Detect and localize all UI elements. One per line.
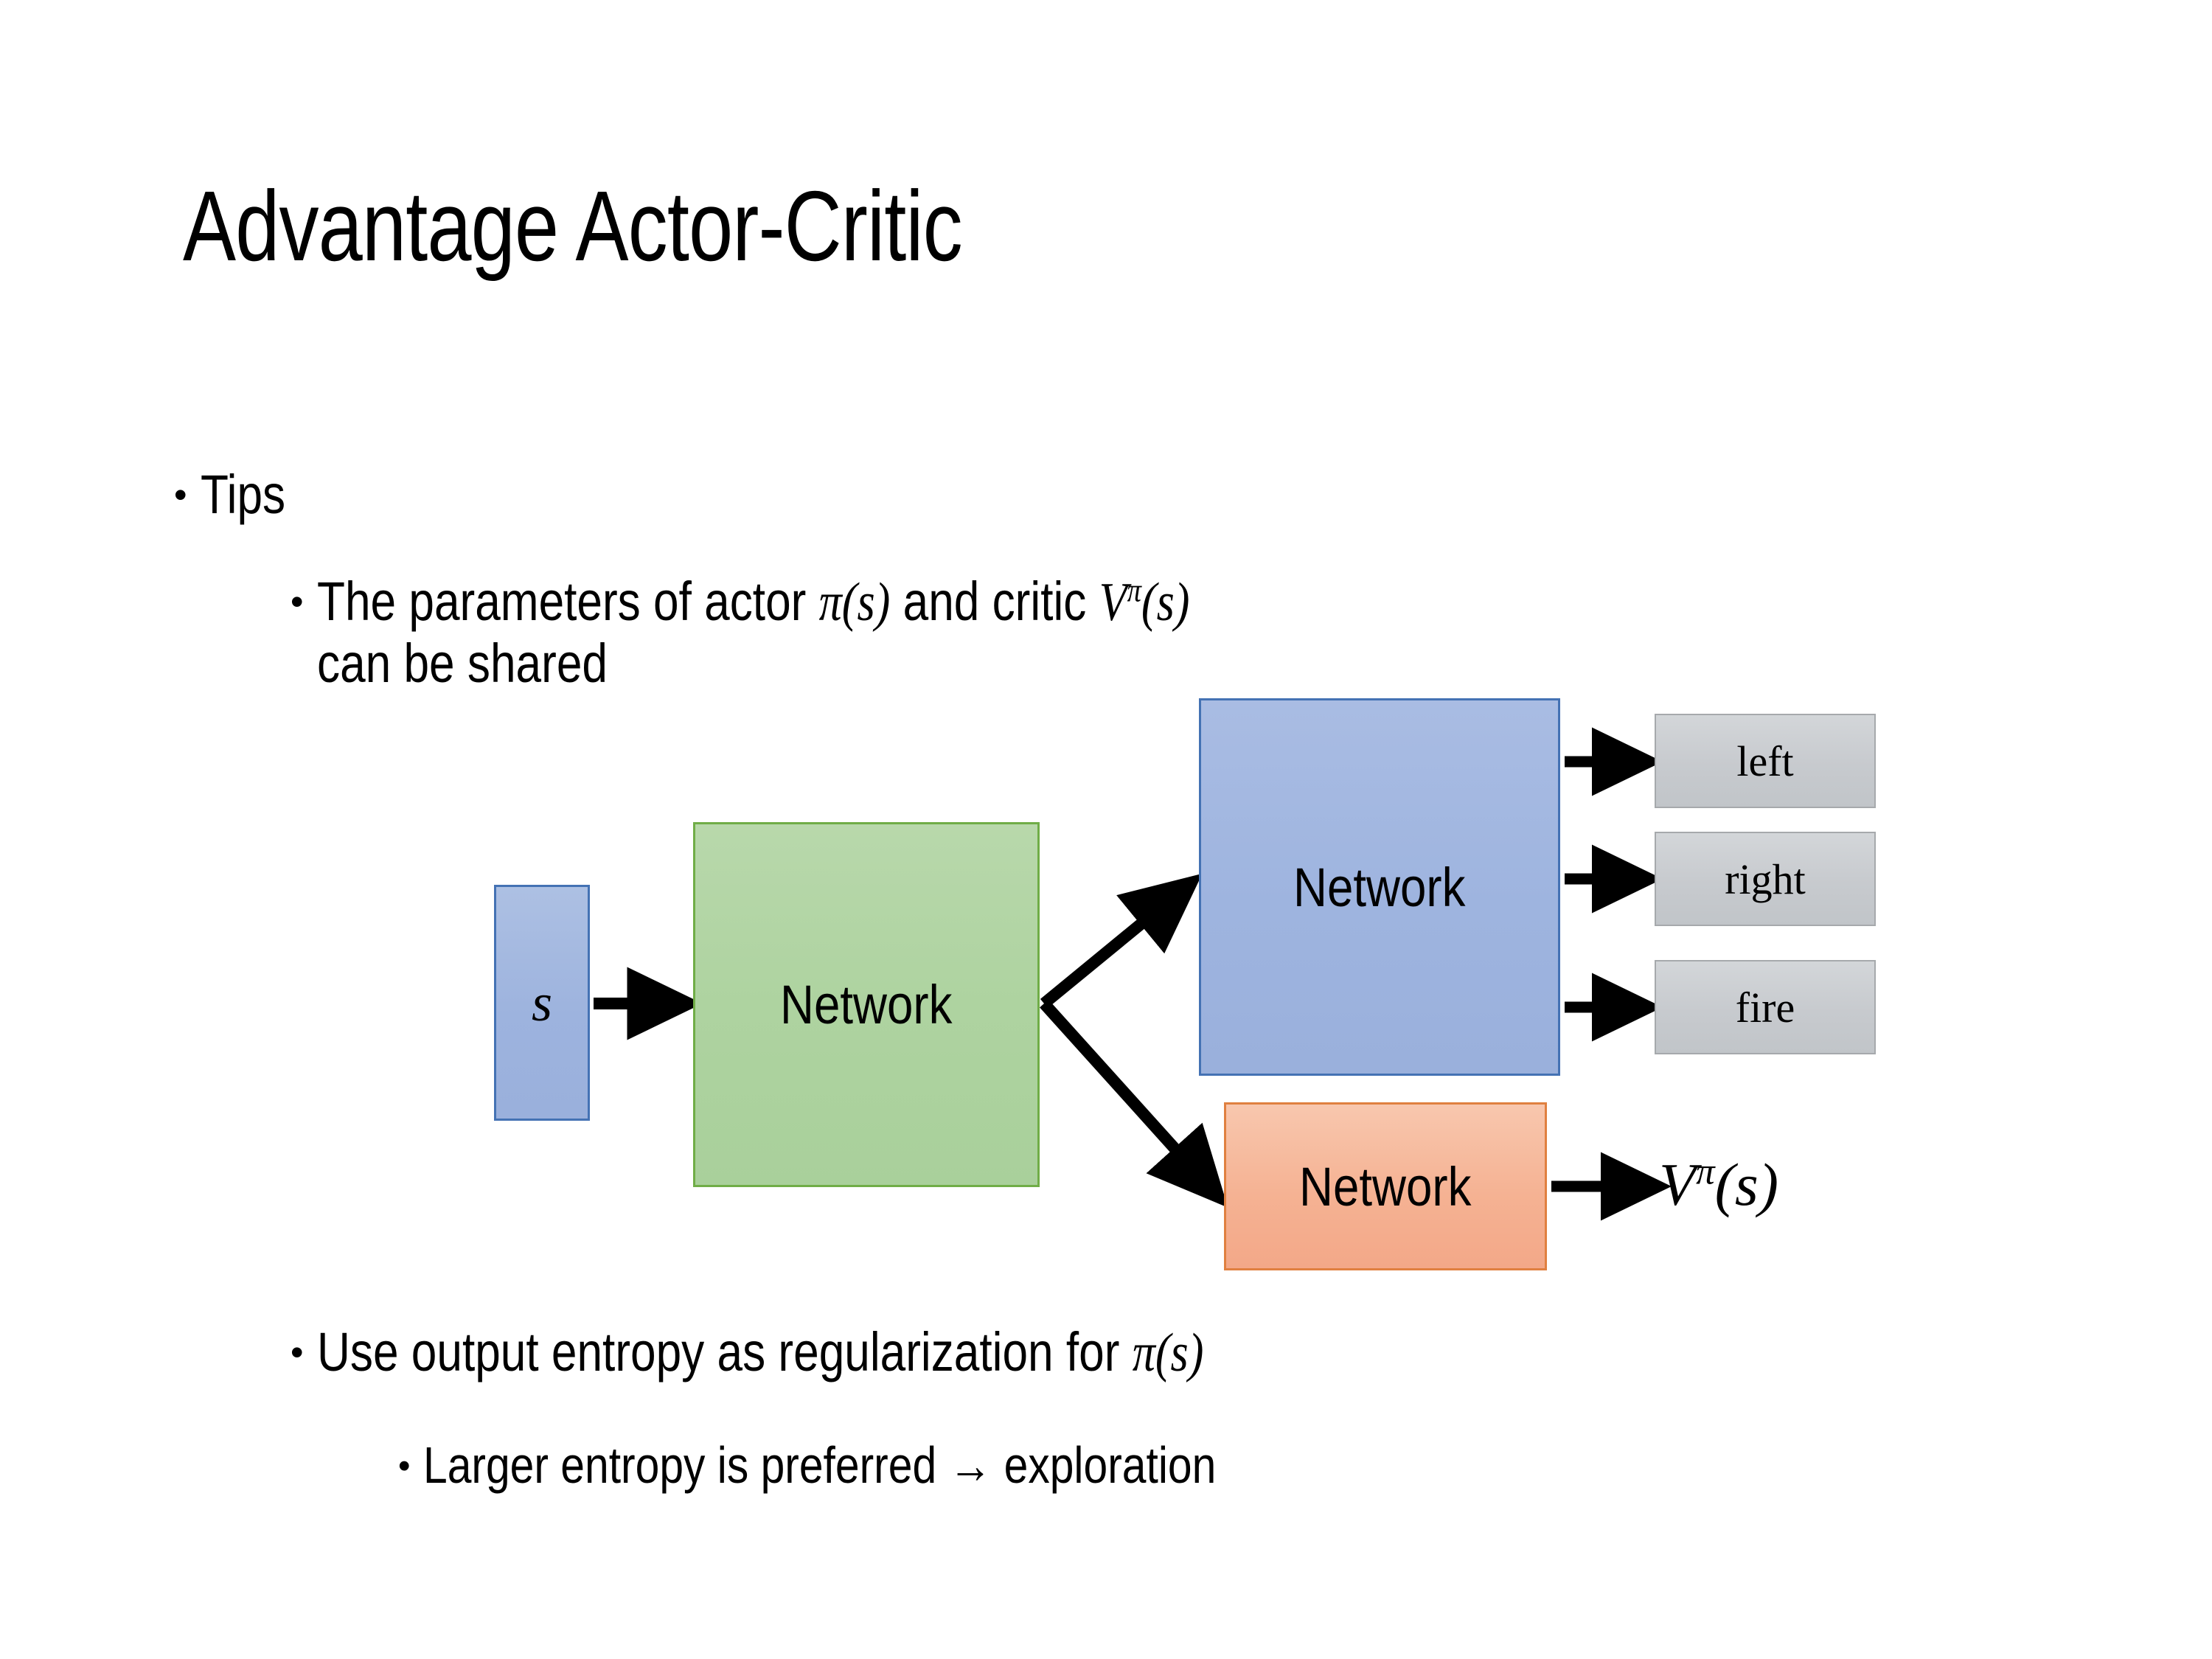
- input-state-node: s: [494, 885, 590, 1121]
- bullet-entropy-text: Use output entropy as regularization for…: [316, 1321, 1203, 1384]
- page-title: Advantage Actor-Critic: [183, 170, 963, 282]
- bullet-marker-icon: •: [174, 474, 187, 515]
- bullet-larger-entropy: • Larger entropy is preferred → explorat…: [398, 1436, 1368, 1494]
- bullet-marker-icon: •: [291, 1332, 304, 1373]
- math-pi-symbol: π: [1132, 1323, 1155, 1383]
- math-pi-arg: (s): [1155, 1323, 1203, 1383]
- bullet-marker-icon: •: [291, 581, 304, 622]
- entropy-prefix: Use output entropy as regularization for: [316, 1321, 1133, 1382]
- math-pi-arg: (s): [841, 572, 890, 633]
- actor-network-label: Network: [1293, 856, 1466, 918]
- bullet-entropy-regularization: • Use output entropy as regularization f…: [291, 1321, 1372, 1384]
- critic-network-label: Network: [1299, 1155, 1472, 1217]
- critic-network-node: Network: [1224, 1102, 1547, 1270]
- shared-network-node: Network: [693, 822, 1040, 1187]
- params-line1: The parameters of actor π(s) and critic …: [316, 571, 1190, 633]
- action-output-fire-label: fire: [1735, 983, 1795, 1032]
- math-pi-symbol: π: [818, 572, 842, 633]
- value-function-output: Vπ(s): [1659, 1150, 1778, 1220]
- params-line2: can be shared: [316, 632, 608, 694]
- action-output-left: left: [1655, 714, 1876, 808]
- math-v-symbol: V: [1099, 572, 1127, 633]
- bullet-marker-icon: •: [398, 1446, 411, 1485]
- action-output-left-label: left: [1736, 737, 1794, 785]
- math-v-arg: (s): [1141, 572, 1190, 633]
- bullet-larger-entropy-label: Larger entropy is preferred → exploratio…: [423, 1436, 1217, 1494]
- bullet-shared-parameters: • The parameters of actor π(s) and criti…: [291, 571, 1355, 695]
- shared-network-label: Network: [780, 974, 953, 1035]
- arrow-shared-to-critic: [1040, 999, 1228, 1208]
- params-prefix: The parameters of actor: [316, 571, 819, 632]
- value-argument: (s): [1714, 1151, 1779, 1218]
- bullet-tips: • Tips: [174, 464, 302, 526]
- input-state-label: s: [531, 973, 553, 1032]
- value-superscript: π: [1696, 1150, 1715, 1192]
- arrow-shared-to-actor: [1040, 873, 1203, 1009]
- actor-network-node: Network: [1199, 698, 1560, 1076]
- params-mid: and critic: [889, 571, 1099, 632]
- bullet-shared-parameters-text: The parameters of actor π(s) and critic …: [317, 571, 1190, 695]
- action-output-fire: fire: [1655, 960, 1876, 1054]
- action-output-right: right: [1655, 832, 1876, 926]
- value-symbol: V: [1659, 1151, 1697, 1218]
- action-output-right-label: right: [1725, 855, 1806, 903]
- math-v-superscript: π: [1127, 571, 1141, 609]
- bullet-tips-label: Tips: [200, 464, 285, 525]
